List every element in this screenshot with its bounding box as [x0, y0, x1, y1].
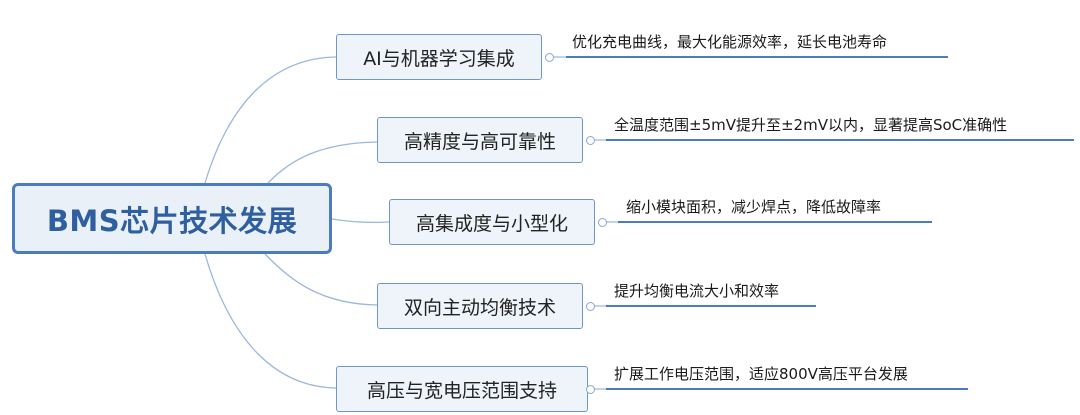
collapse-toggle-icon[interactable]	[545, 53, 554, 62]
leaf-topic-precision[interactable]: 全温度范围±5mV提升至±2mV以内，显著提高SoC准确性	[614, 116, 1008, 134]
connector-root-to-branch-4	[264, 253, 378, 306]
leaf-topic-high-voltage[interactable]: 扩展工作电压范围，适应800V高压平台发展	[614, 365, 908, 383]
leaf-topic-integration[interactable]: 缩小模块面积，减少焊点，降低故障率	[626, 198, 882, 216]
connector-root-to-branch-1	[204, 56, 337, 184]
connector-root-to-branch-3	[331, 218, 390, 224]
collapse-toggle-icon[interactable]	[586, 385, 595, 394]
collapse-toggle-icon[interactable]	[586, 302, 595, 311]
branch-topic-integration[interactable]: 高集成度与小型化	[389, 199, 595, 245]
connector-root-to-branch-2	[267, 141, 378, 184]
branch-topic-label: 高集成度与小型化	[415, 212, 568, 235]
collapse-toggle-icon[interactable]	[586, 136, 595, 145]
collapse-toggle-icon[interactable]	[598, 218, 607, 227]
leaf-underline	[606, 305, 816, 307]
leaf-underline	[618, 221, 932, 223]
connector-root-to-branch-5	[204, 253, 337, 389]
leaf-topic-ai-ml[interactable]: 优化充电曲线，最大化能源效率，延长电池寿命	[572, 33, 888, 51]
leaf-underline	[566, 56, 948, 58]
branch-topic-label: AI与机器学习集成	[363, 47, 515, 70]
root-topic[interactable]: BMS芯片技术发展	[12, 183, 332, 254]
branch-topic-high-voltage[interactable]: 高压与宽电压范围支持	[336, 366, 588, 412]
root-topic-label: BMS芯片技术发展	[46, 203, 298, 238]
branch-topic-active-balancing[interactable]: 双向主动均衡技术	[377, 283, 583, 329]
leaf-underline	[606, 139, 1074, 141]
branch-topic-label: 高压与宽电压范围支持	[366, 379, 557, 402]
branch-topic-label: 双向主动均衡技术	[403, 296, 556, 319]
branch-topic-precision[interactable]: 高精度与高可靠性	[377, 117, 583, 163]
branch-topic-ai-ml[interactable]: AI与机器学习集成	[336, 34, 542, 80]
leaf-underline	[606, 388, 968, 390]
leaf-topic-active-balancing[interactable]: 提升均衡电流大小和效率	[614, 282, 780, 300]
branch-topic-label: 高精度与高可靠性	[403, 130, 556, 153]
